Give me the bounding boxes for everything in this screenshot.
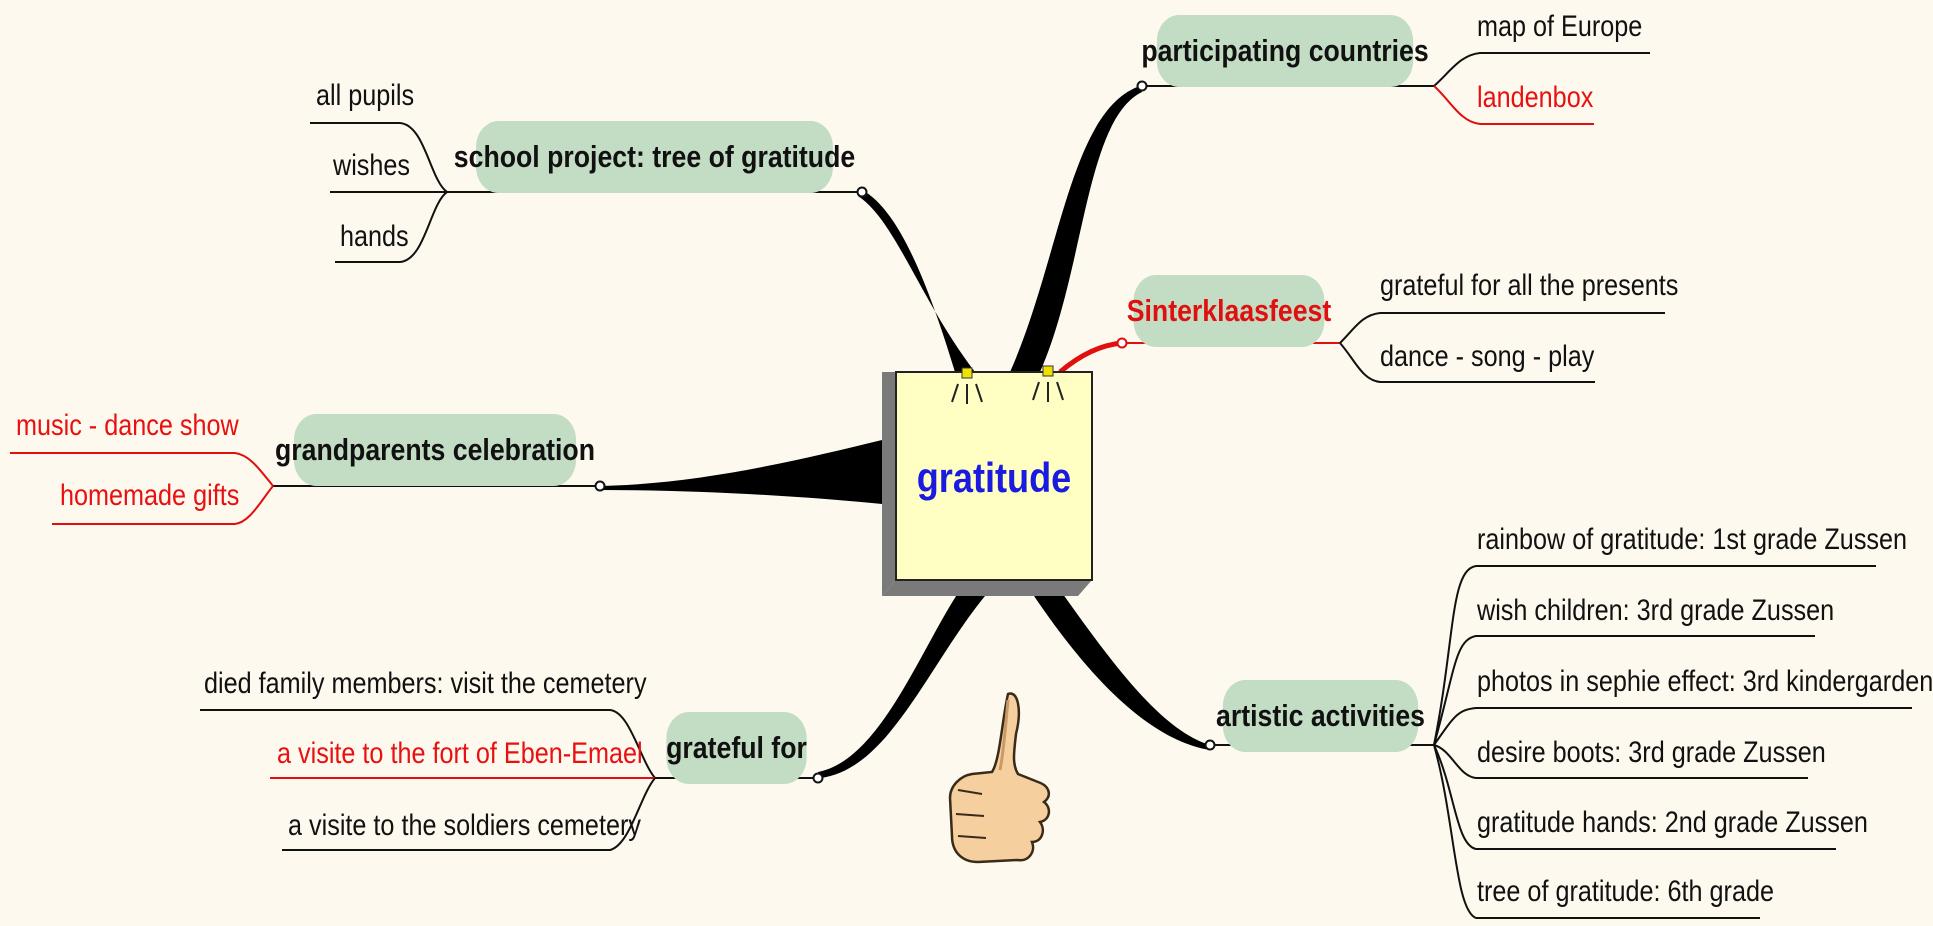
leaf-landenbox[interactable]: landenbox	[1477, 81, 1594, 114]
light-bulb-icon	[951, 367, 983, 404]
leaf-soldiers-cemetery[interactable]: a visite to the soldiers cemetery	[288, 809, 641, 842]
leaf-lines-artistic	[1433, 565, 1912, 919]
leaf-map-of-europe[interactable]: map of Europe	[1477, 10, 1643, 43]
leaf-all-pupils[interactable]: all pupils	[316, 79, 415, 112]
branch-school-project[interactable]: school project: tree of gratitude	[454, 121, 855, 193]
center-topic[interactable]: gratitude	[916, 454, 1072, 501]
leaf-music-dance-show[interactable]: music - dance show	[16, 409, 239, 442]
leaf-lines-grateful-for	[200, 709, 656, 851]
leaf-homemade-gifts[interactable]: homemade gifts	[60, 479, 240, 512]
leaf-lines-grandparents	[10, 452, 274, 525]
leaf-grateful-presents[interactable]: grateful for all the presents	[1380, 269, 1679, 302]
leaf-dance-song-play[interactable]: dance - song - play	[1380, 340, 1595, 373]
leaf-lines-school-project	[310, 122, 448, 263]
leaf-desire-boots[interactable]: desire boots: 3rd grade Zussen	[1477, 736, 1826, 769]
connector-grateful-for	[818, 590, 990, 778]
leaf-tree-of-gratitude[interactable]: tree of gratitude: 6th grade	[1477, 875, 1775, 908]
branch-label: grandparents celebration	[274, 432, 596, 467]
branch-grateful-for[interactable]: grateful for	[666, 712, 807, 784]
branch-grandparents-celebration[interactable]: grandparents celebration	[275, 414, 595, 486]
leaf-fort-eben-emael[interactable]: a visite to the fort of Eben-Emael	[277, 737, 643, 770]
connector-participating	[1010, 86, 1142, 372]
branch-label: school project: tree of gratitude	[453, 139, 856, 174]
branch-label: grateful for	[666, 730, 807, 765]
branch-sinterklaasfeest[interactable]: Sinterklaasfeest	[1127, 275, 1331, 347]
branch-label: participating countries	[1141, 33, 1429, 68]
center-node[interactable]	[882, 371, 1093, 596]
leaf-wish-children[interactable]: wish children: 3rd grade Zussen	[1477, 594, 1835, 627]
leaf-died-family-members[interactable]: died family members: visit the cemetery	[204, 667, 647, 700]
leaf-gratitude-hands[interactable]: gratitude hands: 2nd grade Zussen	[1477, 806, 1868, 839]
connector-artistic	[1030, 590, 1210, 750]
thumbs-up-icon	[948, 692, 1051, 864]
leaf-wishes[interactable]: wishes	[333, 149, 411, 182]
branch-label: artistic activities	[1216, 698, 1425, 733]
leaf-lines-participating	[1433, 52, 1650, 125]
light-bulb-icon	[1032, 365, 1064, 402]
branch-label: Sinterklaasfeest	[1126, 293, 1332, 328]
connector-grandparents	[600, 440, 882, 504]
leaf-photos-sephie[interactable]: photos in sephie effect: 3rd kindergarde…	[1477, 665, 1933, 698]
leaf-lines-sinterklaas	[1339, 312, 1665, 383]
leaf-hands[interactable]: hands	[340, 220, 409, 253]
branch-artistic-activities[interactable]: artistic activities	[1216, 680, 1425, 752]
branch-participating-countries[interactable]: participating countries	[1141, 15, 1429, 87]
connector-school-project	[858, 190, 975, 372]
connector-sinterklaas	[1058, 340, 1123, 374]
leaf-rainbow-of-gratitude[interactable]: rainbow of gratitude: 1st grade Zussen	[1477, 523, 1908, 556]
connectors	[600, 86, 1210, 778]
